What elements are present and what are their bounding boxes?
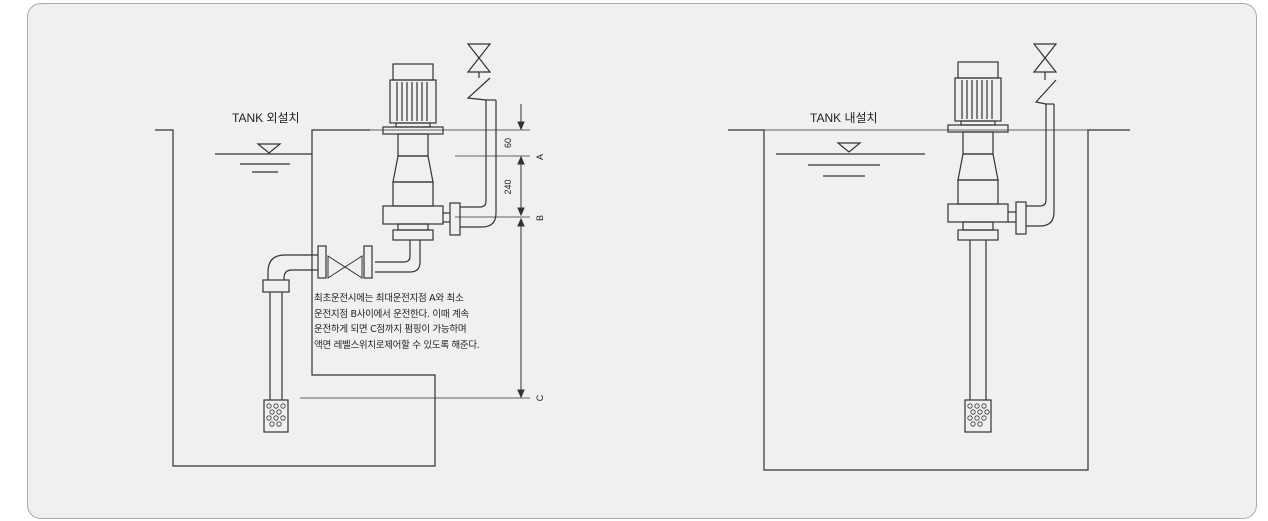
right-water-level-icon (776, 142, 925, 177)
left-suction-pipe (262, 240, 421, 433)
dimension-arrows (517, 104, 525, 399)
left-discharge-pipe (443, 43, 497, 236)
point-c-label: C (535, 394, 545, 401)
dimension-60-label: 60 (503, 138, 513, 148)
left-strainer-icon (266, 403, 286, 427)
point-b-label: B (535, 215, 545, 221)
note-line: 액면 레벨스위치로제어할 수 있도록 해준다. (314, 339, 480, 351)
operation-note: 최초운전시에는 최대운전지점 A와 최소 운전지점 B사이에서 운전한다. 이때… (314, 291, 514, 353)
right-strainer-icon (967, 403, 990, 427)
note-line: 최초운전시에는 최대운전지점 A와 최소 (314, 293, 464, 304)
point-a-label: A (535, 154, 545, 160)
right-tank (728, 129, 1130, 471)
left-pump-motor (382, 63, 444, 135)
diagram-frame (27, 3, 1257, 519)
note-line: 운전하게 되면 C점까지 펌핑이 가능하며 (314, 324, 467, 335)
left-water-level-icon (215, 143, 312, 173)
note-line: 운전지점 B사이에서 운전한다. 이때 계속 (314, 308, 469, 320)
right-pump-motor (947, 61, 1009, 133)
left-pump-body (382, 133, 444, 241)
dimension-240-label: 240 (503, 179, 513, 194)
right-pump-body (947, 131, 1009, 433)
left-tank (155, 129, 436, 467)
left-tank-label: TANK 외설치 (232, 111, 300, 125)
right-discharge-pipe (1008, 43, 1058, 235)
right-tank-label: TANK 내설치 (810, 111, 878, 125)
